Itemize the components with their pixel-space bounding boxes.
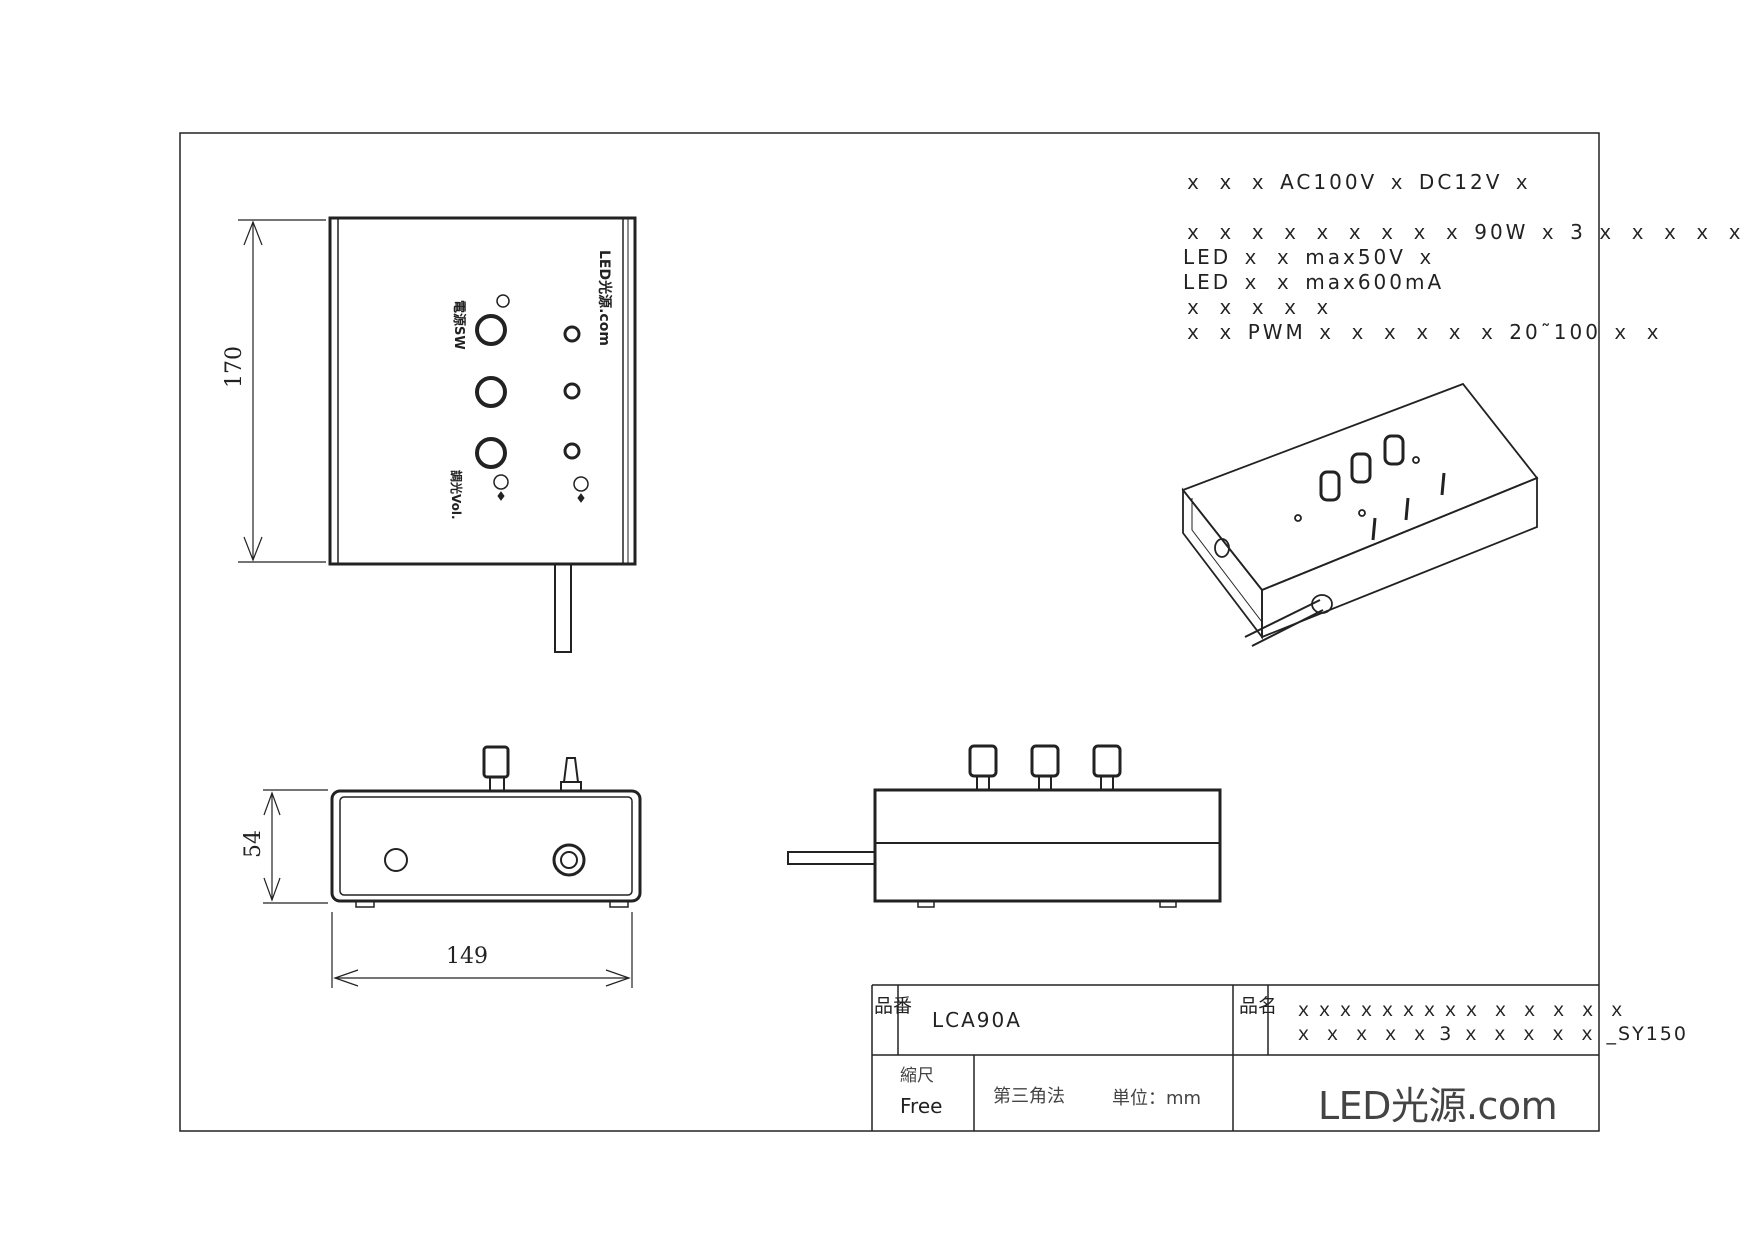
- front-view: [330, 745, 642, 908]
- top-view: [328, 216, 637, 653]
- dimension-label-width: 149: [446, 944, 488, 969]
- dimension-149: [331, 912, 633, 988]
- product-name-line2: ｘ ｘ ｘ ｘ ｘ 3 ｘ ｘ ｘ ｘ ｘ _SY150: [1294, 1023, 1688, 1045]
- spec-line-dimming: ｘ ｘ ｘ ｘ ｘ: [1183, 295, 1336, 319]
- panel-label-power: 電源SW: [451, 300, 467, 350]
- spec-line-current: LED ｘ ｘ max600mA: [1183, 270, 1445, 294]
- spec-line-output: ｘ ｘ ｘ ｘ ｘ ｘ ｘ ｘ ｘ 90W ｘ 3 ｘ ｘ ｘ ｘ ｘ ｘ: [1183, 220, 1754, 244]
- dimension-54: [263, 789, 328, 904]
- panel-label-brand: LED光源.com: [596, 250, 613, 346]
- drawing-frame: [179, 132, 1600, 1132]
- spec-line-voltage: LED ｘ ｘ max50V ｘ: [1183, 245, 1439, 269]
- spec-line-input: ｘ ｘ ｘ AC100V ｘ DC12V ｘ: [1183, 170, 1535, 194]
- dimension-170: [238, 219, 326, 563]
- part-number: LCA90A: [932, 1008, 1022, 1032]
- product-name-line1: ｘｘｘｘｘｘｘｘｘ ｘ ｘ ｘ ｘ ｘ: [1294, 999, 1629, 1021]
- dimension-label-depth: 54: [241, 830, 266, 858]
- panel-label-dimmer: 調光Vol.: [449, 470, 464, 520]
- unit-label: 単位：mm: [1112, 1088, 1202, 1109]
- spec-line-pwm: ｘ ｘ PWM ｘ ｘ ｘ ｘ ｘ ｘ 20˜100 ｘ ｘ: [1183, 320, 1666, 344]
- dimension-label-height: 170: [222, 346, 247, 388]
- product-name-label: 品名: [1239, 995, 1278, 1017]
- isometric-view: [1181, 382, 1539, 647]
- title-block: [871, 984, 1599, 1131]
- projection-method: 第三角法: [993, 1086, 1065, 1107]
- side-view: [787, 744, 1222, 908]
- scale-label: 縮尺: [900, 1066, 934, 1086]
- scale-value: Free: [900, 1094, 943, 1118]
- part-number-label: 品番: [874, 995, 913, 1017]
- company-logo: LED光源.com: [1318, 1084, 1558, 1128]
